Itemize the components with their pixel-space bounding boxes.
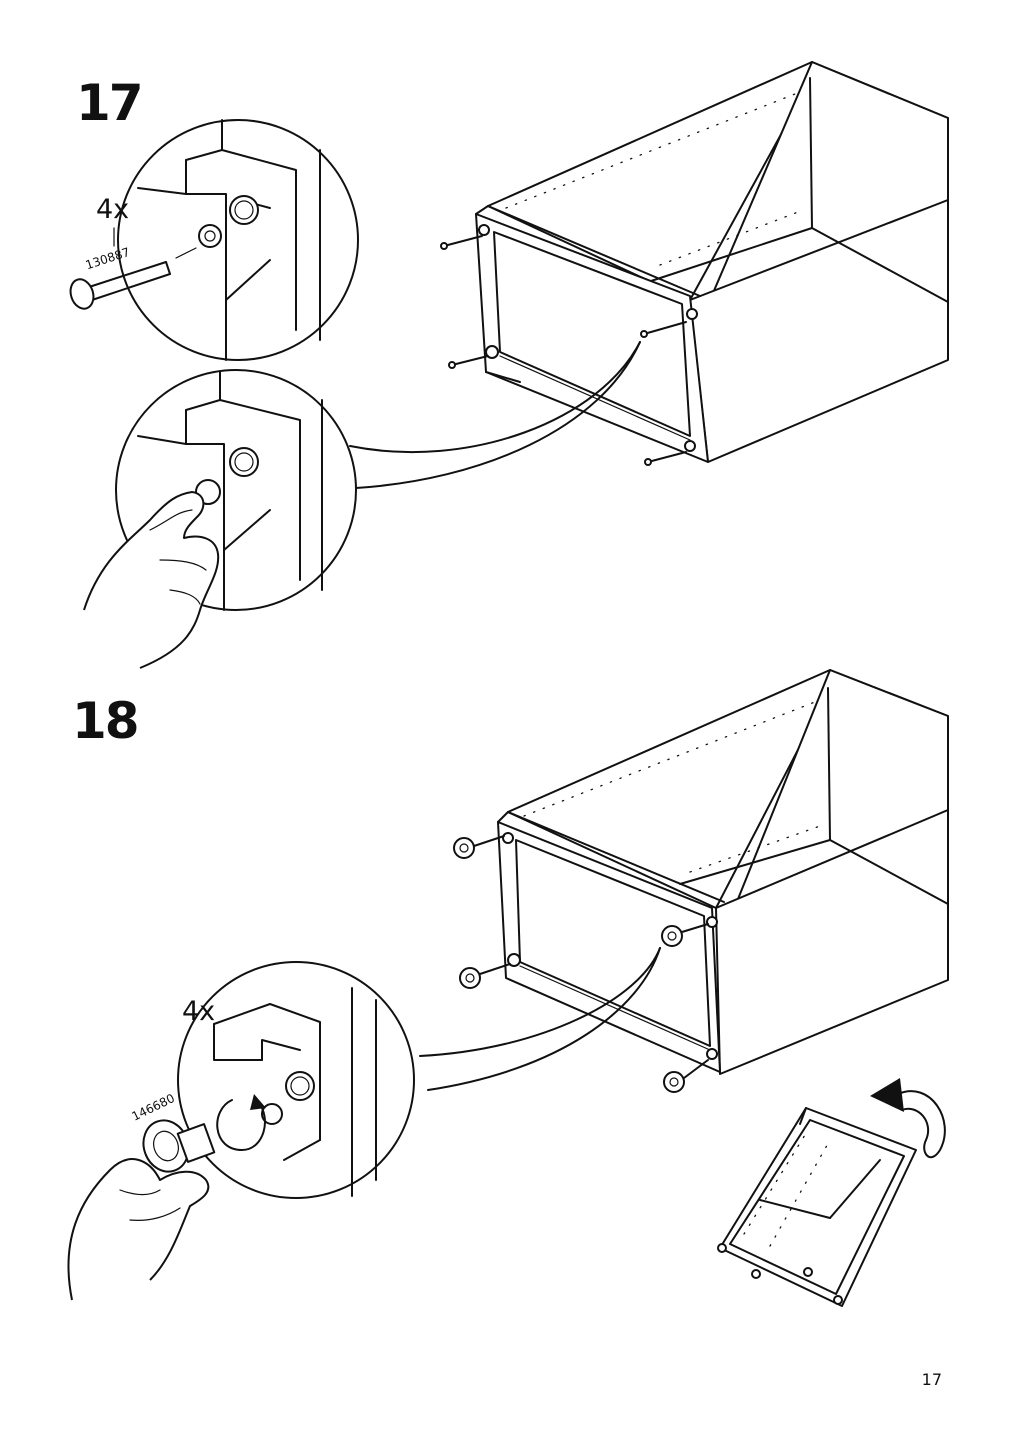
- step-17-detail-dowel: [69, 119, 359, 361]
- foot-icon: [661, 923, 709, 947]
- step-17-callout-curve: [349, 341, 641, 489]
- cabinet-18-side: [715, 809, 949, 1075]
- step-17-number: 17: [76, 74, 144, 132]
- rotate-arrow-icon: [870, 1078, 946, 1159]
- cabinet-18-front-frame: [497, 821, 721, 1073]
- step-17-quantity: 4x: [96, 194, 130, 225]
- step-17-cabinet-drawing: [440, 61, 949, 466]
- flipped-cabinet-body: [719, 1107, 917, 1307]
- cabinet-17-front-frame: [475, 213, 709, 463]
- step-18-number: 18: [72, 692, 140, 750]
- foot-icon: [453, 835, 505, 859]
- page-number: 17: [921, 1370, 942, 1389]
- step-17-detail-press: [83, 369, 357, 669]
- foot-icon: [663, 1059, 709, 1093]
- step-18-quantity: 4x: [182, 996, 216, 1027]
- step-18-cabinet-drawing: [453, 669, 949, 1093]
- foot-icon: [459, 963, 511, 989]
- step-18-callout-curve: [419, 947, 661, 1091]
- step-18-detail-foot: [67, 961, 415, 1301]
- flipped-cabinet-drawing: [717, 1107, 917, 1307]
